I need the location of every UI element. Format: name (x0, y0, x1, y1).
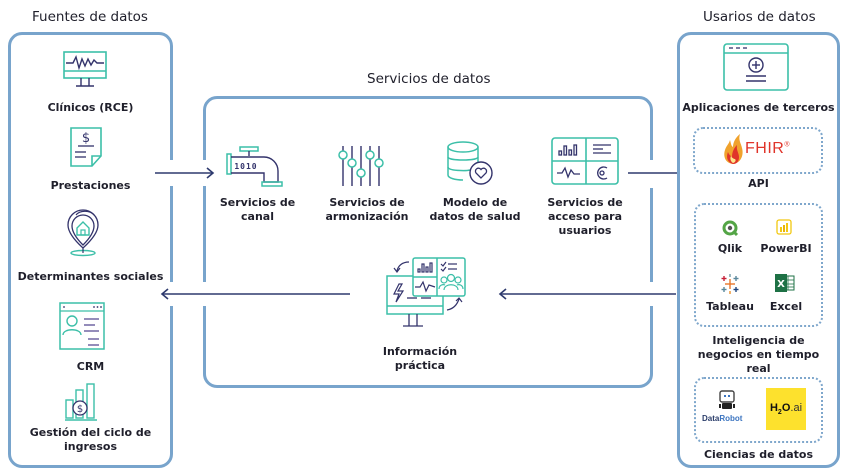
source-label-crm: CRM (76, 360, 105, 373)
fhir-registered-mark: ® (784, 141, 790, 149)
service-label-armonizacion: Servicios de armonización (312, 196, 422, 224)
users-panel (677, 32, 840, 468)
h2o-h: H (769, 401, 778, 414)
service-label-modelo: Modelo de datos de salud (420, 196, 530, 224)
datarobot-text-data: Data (702, 414, 720, 423)
source-label-gestion-line2: ingresos (63, 440, 117, 453)
pipe-binary-text: 1010 (234, 162, 257, 171)
app-window-plus-icon (723, 43, 789, 91)
ds-label: Ciencias de datos (703, 448, 814, 461)
service-label-armonizacion-line2: armonización (325, 210, 409, 223)
home-location-pin-icon (67, 209, 99, 257)
apps-label: Aplicaciones de terceros (682, 101, 835, 114)
source-label-gestion-line1: Gestión del ciclo de (29, 426, 152, 439)
bi-label-line2: negocios en tiempo (697, 348, 820, 361)
source-label-gestion: Gestión del ciclo de ingresos (8, 426, 173, 454)
h2o-sub: 2 (777, 409, 782, 417)
api-group (693, 127, 823, 174)
database-heart-icon (447, 141, 493, 185)
bi-label: Inteligencia de negocios en tiempo real (677, 334, 840, 376)
datarobot-icon (719, 390, 735, 409)
service-label-canal-line1: Servicios de (219, 196, 296, 209)
datarobot-logo-text: DataRobot (702, 414, 742, 423)
service-label-acceso-line2: acceso para (547, 210, 622, 223)
h2o-logo: H2O.ai (766, 388, 806, 430)
sources-panel (8, 32, 173, 468)
insight-label-line1: Información (382, 345, 458, 358)
ds-tools-group (694, 377, 823, 443)
qlik-icon (722, 220, 739, 237)
users-title: Usarios de datos (703, 9, 816, 25)
bi-tool-excel: Excel (769, 300, 803, 313)
bi-tool-powerbi: PowerBI (760, 242, 812, 255)
invoice-dollar-icon: $ (70, 127, 102, 167)
fhir-logo-text: FHIR® (745, 140, 790, 158)
bi-label-line3: real (746, 362, 771, 375)
insight-monitor-icon (386, 257, 466, 327)
source-label-clinicos: Clínicos (RCE) (47, 101, 134, 114)
fhir-text: FHIR (745, 140, 785, 157)
service-label-modelo-line1: Modelo de (442, 196, 508, 209)
dashboard-grid-icon (551, 137, 619, 185)
user-profile-window-icon (59, 302, 105, 350)
arrow-sources-to-services (155, 167, 215, 179)
insight-label-line2: práctica (394, 359, 446, 372)
services-title: Servicios de datos (367, 71, 491, 87)
revenue-chart-dollar-icon: $ (65, 383, 97, 421)
arrow-insight-to-sources (160, 288, 350, 300)
source-label-prestaciones: Prestaciones (50, 179, 131, 192)
source-label-determinantes: Determinantes sociales (17, 270, 164, 283)
insight-label: Información práctica (365, 345, 475, 373)
data-pipe-faucet-icon: 1010 (226, 146, 283, 187)
h2o-o: O (781, 401, 791, 414)
api-label: API (748, 177, 769, 190)
sources-title: Fuentes de datos (32, 9, 148, 25)
service-label-acceso: Servicios de acceso para usuarios (530, 196, 640, 238)
bi-tools-group (694, 203, 823, 327)
service-label-armonizacion-line1: Servicios de (329, 196, 405, 209)
excel-icon: X (775, 274, 795, 292)
service-label-canal-line2: canal (241, 210, 274, 223)
service-label-modelo-line2: datos de salud (429, 210, 521, 223)
service-label-acceso-line3: usuarios (558, 224, 612, 237)
monitor-heartbeat-icon (63, 51, 107, 87)
tableau-icon (721, 274, 739, 294)
svg-text:$: $ (77, 404, 83, 415)
svg-text:$: $ (82, 131, 90, 146)
service-label-acceso-line1: Servicios de (547, 196, 623, 209)
bi-tool-qlik: Qlik (717, 242, 743, 255)
bi-tool-tableau: Tableau (706, 300, 754, 313)
sliders-icon (338, 146, 384, 186)
fhir-flame-icon (724, 134, 743, 164)
h2o-ai: .ai (790, 401, 803, 414)
arrow-users-to-insight (498, 288, 676, 300)
bi-label-line1: Inteligencia de (712, 334, 805, 347)
service-label-canal: Servicios de canal (205, 196, 310, 224)
datarobot-text-robot: Robot (719, 414, 743, 423)
excel-glyph: X (777, 279, 785, 290)
services-panel (203, 96, 653, 388)
powerbi-icon (776, 219, 792, 235)
